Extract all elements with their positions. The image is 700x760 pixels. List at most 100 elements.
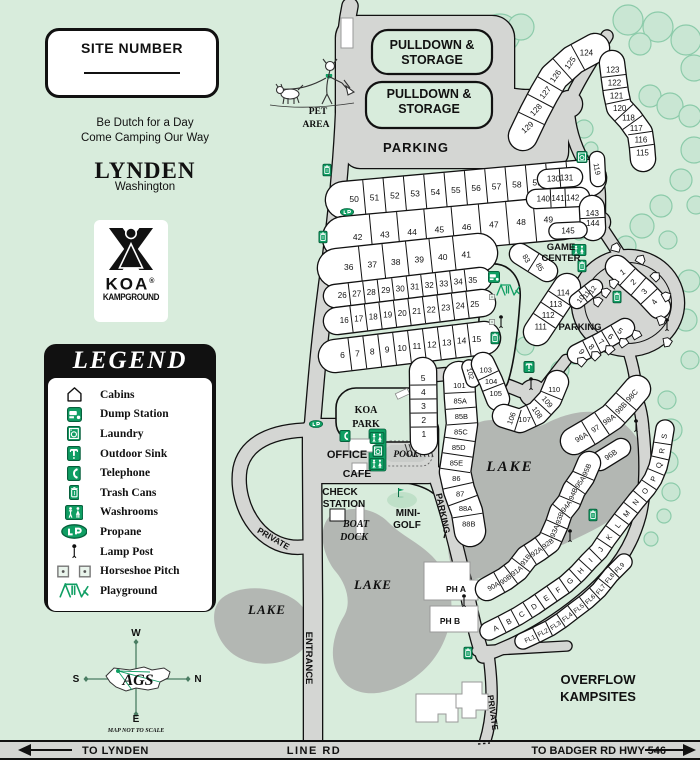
site-label-124: 124 bbox=[580, 49, 594, 58]
site-label-13: 13 bbox=[442, 338, 452, 348]
map-label: CAFE bbox=[343, 468, 372, 480]
site-label-144: 144 bbox=[586, 219, 600, 228]
site-label-4: 4 bbox=[649, 297, 659, 306]
site-label-141: 141 bbox=[551, 194, 565, 203]
minigolf-mound bbox=[387, 492, 417, 508]
site-label-36: 36 bbox=[344, 262, 354, 272]
site-label-6: 6 bbox=[606, 332, 615, 342]
tree-icon bbox=[612, 4, 644, 36]
compass-rose bbox=[18, 639, 696, 756]
map-label: PH A bbox=[446, 584, 466, 594]
map-label: LAKE bbox=[353, 577, 392, 592]
tree-icon bbox=[670, 24, 700, 56]
site-label-O: O bbox=[640, 486, 651, 496]
phone-icon bbox=[48, 465, 100, 481]
map-label: AREA bbox=[303, 120, 330, 130]
site-label-85E: 85E bbox=[450, 459, 463, 468]
site-label-113: 113 bbox=[549, 300, 562, 309]
site-label-107: 107 bbox=[518, 415, 531, 424]
site-label-30: 30 bbox=[396, 284, 405, 293]
pulldown-storage-box bbox=[364, 80, 494, 130]
site-label-9: 9 bbox=[577, 347, 587, 357]
lp-icon bbox=[339, 208, 355, 216]
sink-icon bbox=[48, 446, 100, 462]
site-label-23: 23 bbox=[441, 304, 450, 313]
site-label-19: 19 bbox=[383, 311, 392, 320]
site-label-85C: 85C bbox=[454, 428, 468, 437]
legend-item-propane: Propane bbox=[48, 522, 212, 542]
site-label-10: 10 bbox=[397, 343, 407, 353]
site-label-123: 123 bbox=[606, 65, 620, 74]
play-icon bbox=[48, 583, 100, 598]
site-label-3: 3 bbox=[640, 286, 650, 296]
site-label-37: 37 bbox=[368, 259, 378, 269]
site-label-15: 15 bbox=[472, 334, 482, 344]
laundry-icon bbox=[576, 151, 588, 163]
lamp-icon bbox=[48, 544, 100, 559]
legend-item-label: Laundry bbox=[100, 427, 144, 440]
site-label-G: G bbox=[565, 576, 576, 587]
lp-icon bbox=[48, 524, 100, 540]
site-label-56: 56 bbox=[471, 183, 481, 193]
site-label-118: 118 bbox=[622, 113, 635, 122]
tree-icon bbox=[642, 11, 674, 43]
site-row-145: 145 bbox=[548, 221, 588, 240]
site-label-E: E bbox=[542, 593, 551, 603]
site-label-143: 143 bbox=[586, 209, 600, 218]
site-label-FL2: FL2 bbox=[537, 627, 550, 638]
legend-item-label: Outdoor Sink bbox=[100, 447, 168, 460]
tree-icon bbox=[669, 168, 693, 192]
trash-icon bbox=[588, 508, 598, 522]
map-label: GAME bbox=[547, 242, 576, 253]
site-label-106: 106 bbox=[505, 411, 518, 426]
site-label-6: 6 bbox=[340, 350, 345, 360]
site-label-105: 105 bbox=[489, 389, 502, 398]
site-label-K: K bbox=[604, 533, 614, 542]
horse2-icon bbox=[48, 564, 100, 579]
lake-shape bbox=[322, 508, 452, 694]
koa-logo: KOA® KAMPGROUND bbox=[94, 220, 168, 322]
koa-wordmark: KOA® bbox=[105, 274, 157, 294]
site-label-33: 33 bbox=[439, 279, 448, 288]
horse-icon bbox=[489, 294, 495, 300]
site-number-blank-line bbox=[84, 72, 180, 74]
map-label: PARKING bbox=[383, 140, 449, 155]
building bbox=[340, 17, 354, 49]
sink-icon bbox=[523, 361, 535, 373]
site-row-102: 102 bbox=[461, 359, 481, 388]
trash-icon bbox=[463, 646, 473, 660]
map-label: LAKE bbox=[485, 459, 533, 475]
lake-shape bbox=[214, 588, 312, 664]
site-label-5: 5 bbox=[421, 373, 426, 383]
map-label: KAMPSITES bbox=[560, 689, 636, 704]
site-label-104: 104 bbox=[485, 377, 498, 386]
site-label-85B: 85B bbox=[455, 412, 468, 421]
site-label-42: 42 bbox=[353, 232, 363, 242]
kampground-wordmark: KAMPGROUND bbox=[102, 291, 160, 303]
site-label-43: 43 bbox=[380, 229, 390, 239]
site-label-4: 4 bbox=[421, 387, 426, 397]
site-label-H: H bbox=[576, 566, 586, 576]
site-label-P: P bbox=[648, 475, 658, 483]
site-label-I: I bbox=[587, 556, 595, 564]
site-label-41: 41 bbox=[462, 249, 472, 259]
site-label-57: 57 bbox=[492, 181, 502, 191]
site-label-48: 48 bbox=[516, 217, 526, 227]
site-label-86: 86 bbox=[452, 474, 460, 483]
map-label: TO LYNDEN bbox=[82, 745, 149, 757]
site-label-5: 5 bbox=[616, 326, 625, 336]
laundry-icon bbox=[372, 445, 384, 457]
legend-item-washrooms: Washrooms bbox=[48, 503, 212, 523]
tree-icon bbox=[649, 194, 673, 218]
trash-icon bbox=[612, 290, 622, 304]
site-label-29: 29 bbox=[381, 286, 390, 295]
site-label-D: D bbox=[529, 601, 539, 612]
tree-icon bbox=[680, 350, 700, 370]
